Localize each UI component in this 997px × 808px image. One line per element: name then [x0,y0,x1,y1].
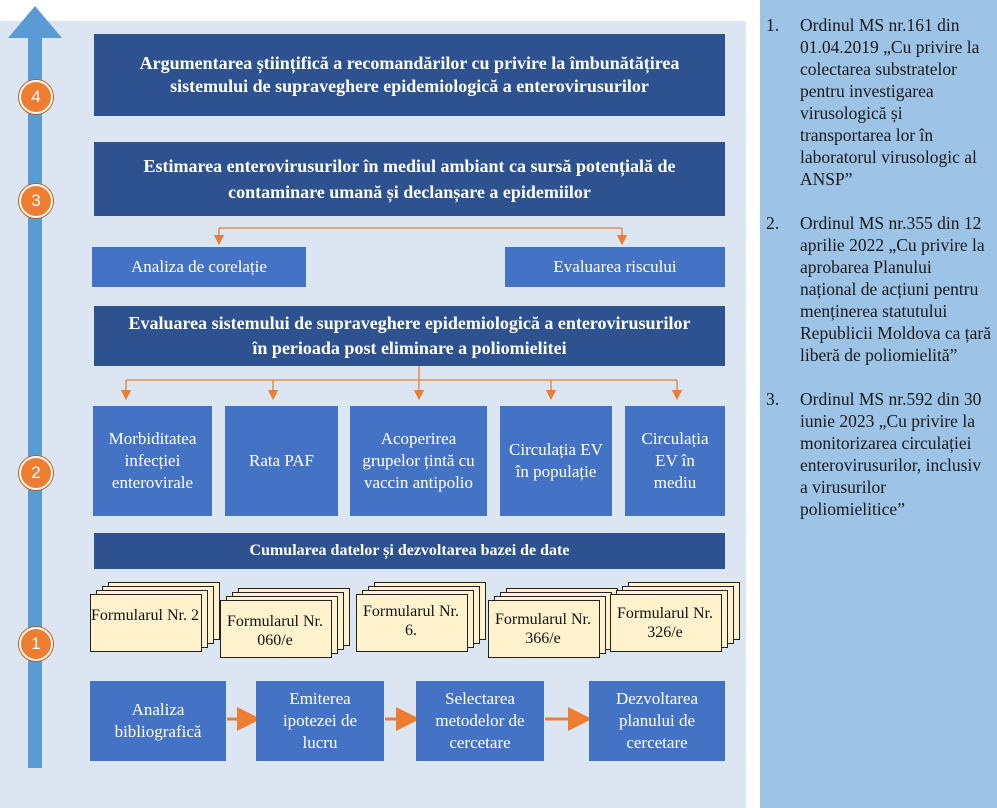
progress-axis-arrow [8,6,62,768]
form-doc-nr2: Formularul Nr. 2 [90,582,220,652]
level2-item-ev-population: Circulația EV în populație [500,406,612,516]
references-panel [760,0,997,808]
form-doc-nr6: Formularul Nr. 6. [356,582,486,652]
level2-item-ev-environment: Circulația EV în mediu [625,406,725,516]
level-badge-4: 4 [19,80,53,114]
level3-title-box: Estimarea enterovirusurilor în mediul am… [94,142,725,216]
references-list: 1.Ordinul MS nr.161 din 01.04.2019 „Cu p… [766,14,992,542]
level3-risk-box: Evaluarea riscului [505,247,725,287]
step-bibliographic-analysis: Analiza bibliografică [90,681,226,761]
level-badge-3: 3 [19,184,53,218]
connector-lines [120,227,683,731]
reference-item: 1.Ordinul MS nr.161 din 01.04.2019 „Cu p… [766,15,980,189]
form-doc-nr326: Formularul Nr. 326/e [610,582,740,652]
level-badge-1: 1 [19,627,53,661]
step-hypothesis: Emiterea ipotezei de lucru [256,681,384,761]
form-label: Formularul Nr. 6. [363,603,459,639]
form-doc-nr060: Formularul Nr. 060/e [220,588,350,658]
level4-title-box: Argumentarea științifică a recomandărilo… [94,34,725,116]
level-badge-2: 2 [19,456,53,490]
form-label: Formularul Nr. 060/e [227,613,323,649]
form-label: Formularul Nr. 326/e [617,605,713,641]
level2-item-morbidity: Morbiditatea infecției enterovirale [93,406,212,516]
step-methods-selection: Selectarea metodelor de cercetare [416,681,544,761]
form-doc-nr366: Formularul Nr. 366/e [488,588,618,658]
reference-item: 2.Ordinul MS nr.355 din 12 aprilie 2022 … [766,213,991,365]
level2-item-paf-rate: Rata PAF [225,406,338,516]
reference-item: 3.Ordinul MS nr.592 din 30 iunie 2023 „C… [766,389,982,519]
level1-title-box: Cumularea datelor și dezvoltarea bazei d… [94,533,725,569]
form-label: Formularul Nr. 2 [91,607,199,624]
level2-item-vaccine-coverage: Acoperirea grupelor țintă cu vaccin anti… [350,406,487,516]
step-research-plan: Dezvoltarea planului de cercetare [589,681,725,761]
level3-correlation-box: Analiza de corelație [92,247,306,287]
level2-title-box: Evaluarea sistemului de supraveghere epi… [94,306,725,366]
form-label: Formularul Nr. 366/e [495,611,591,647]
